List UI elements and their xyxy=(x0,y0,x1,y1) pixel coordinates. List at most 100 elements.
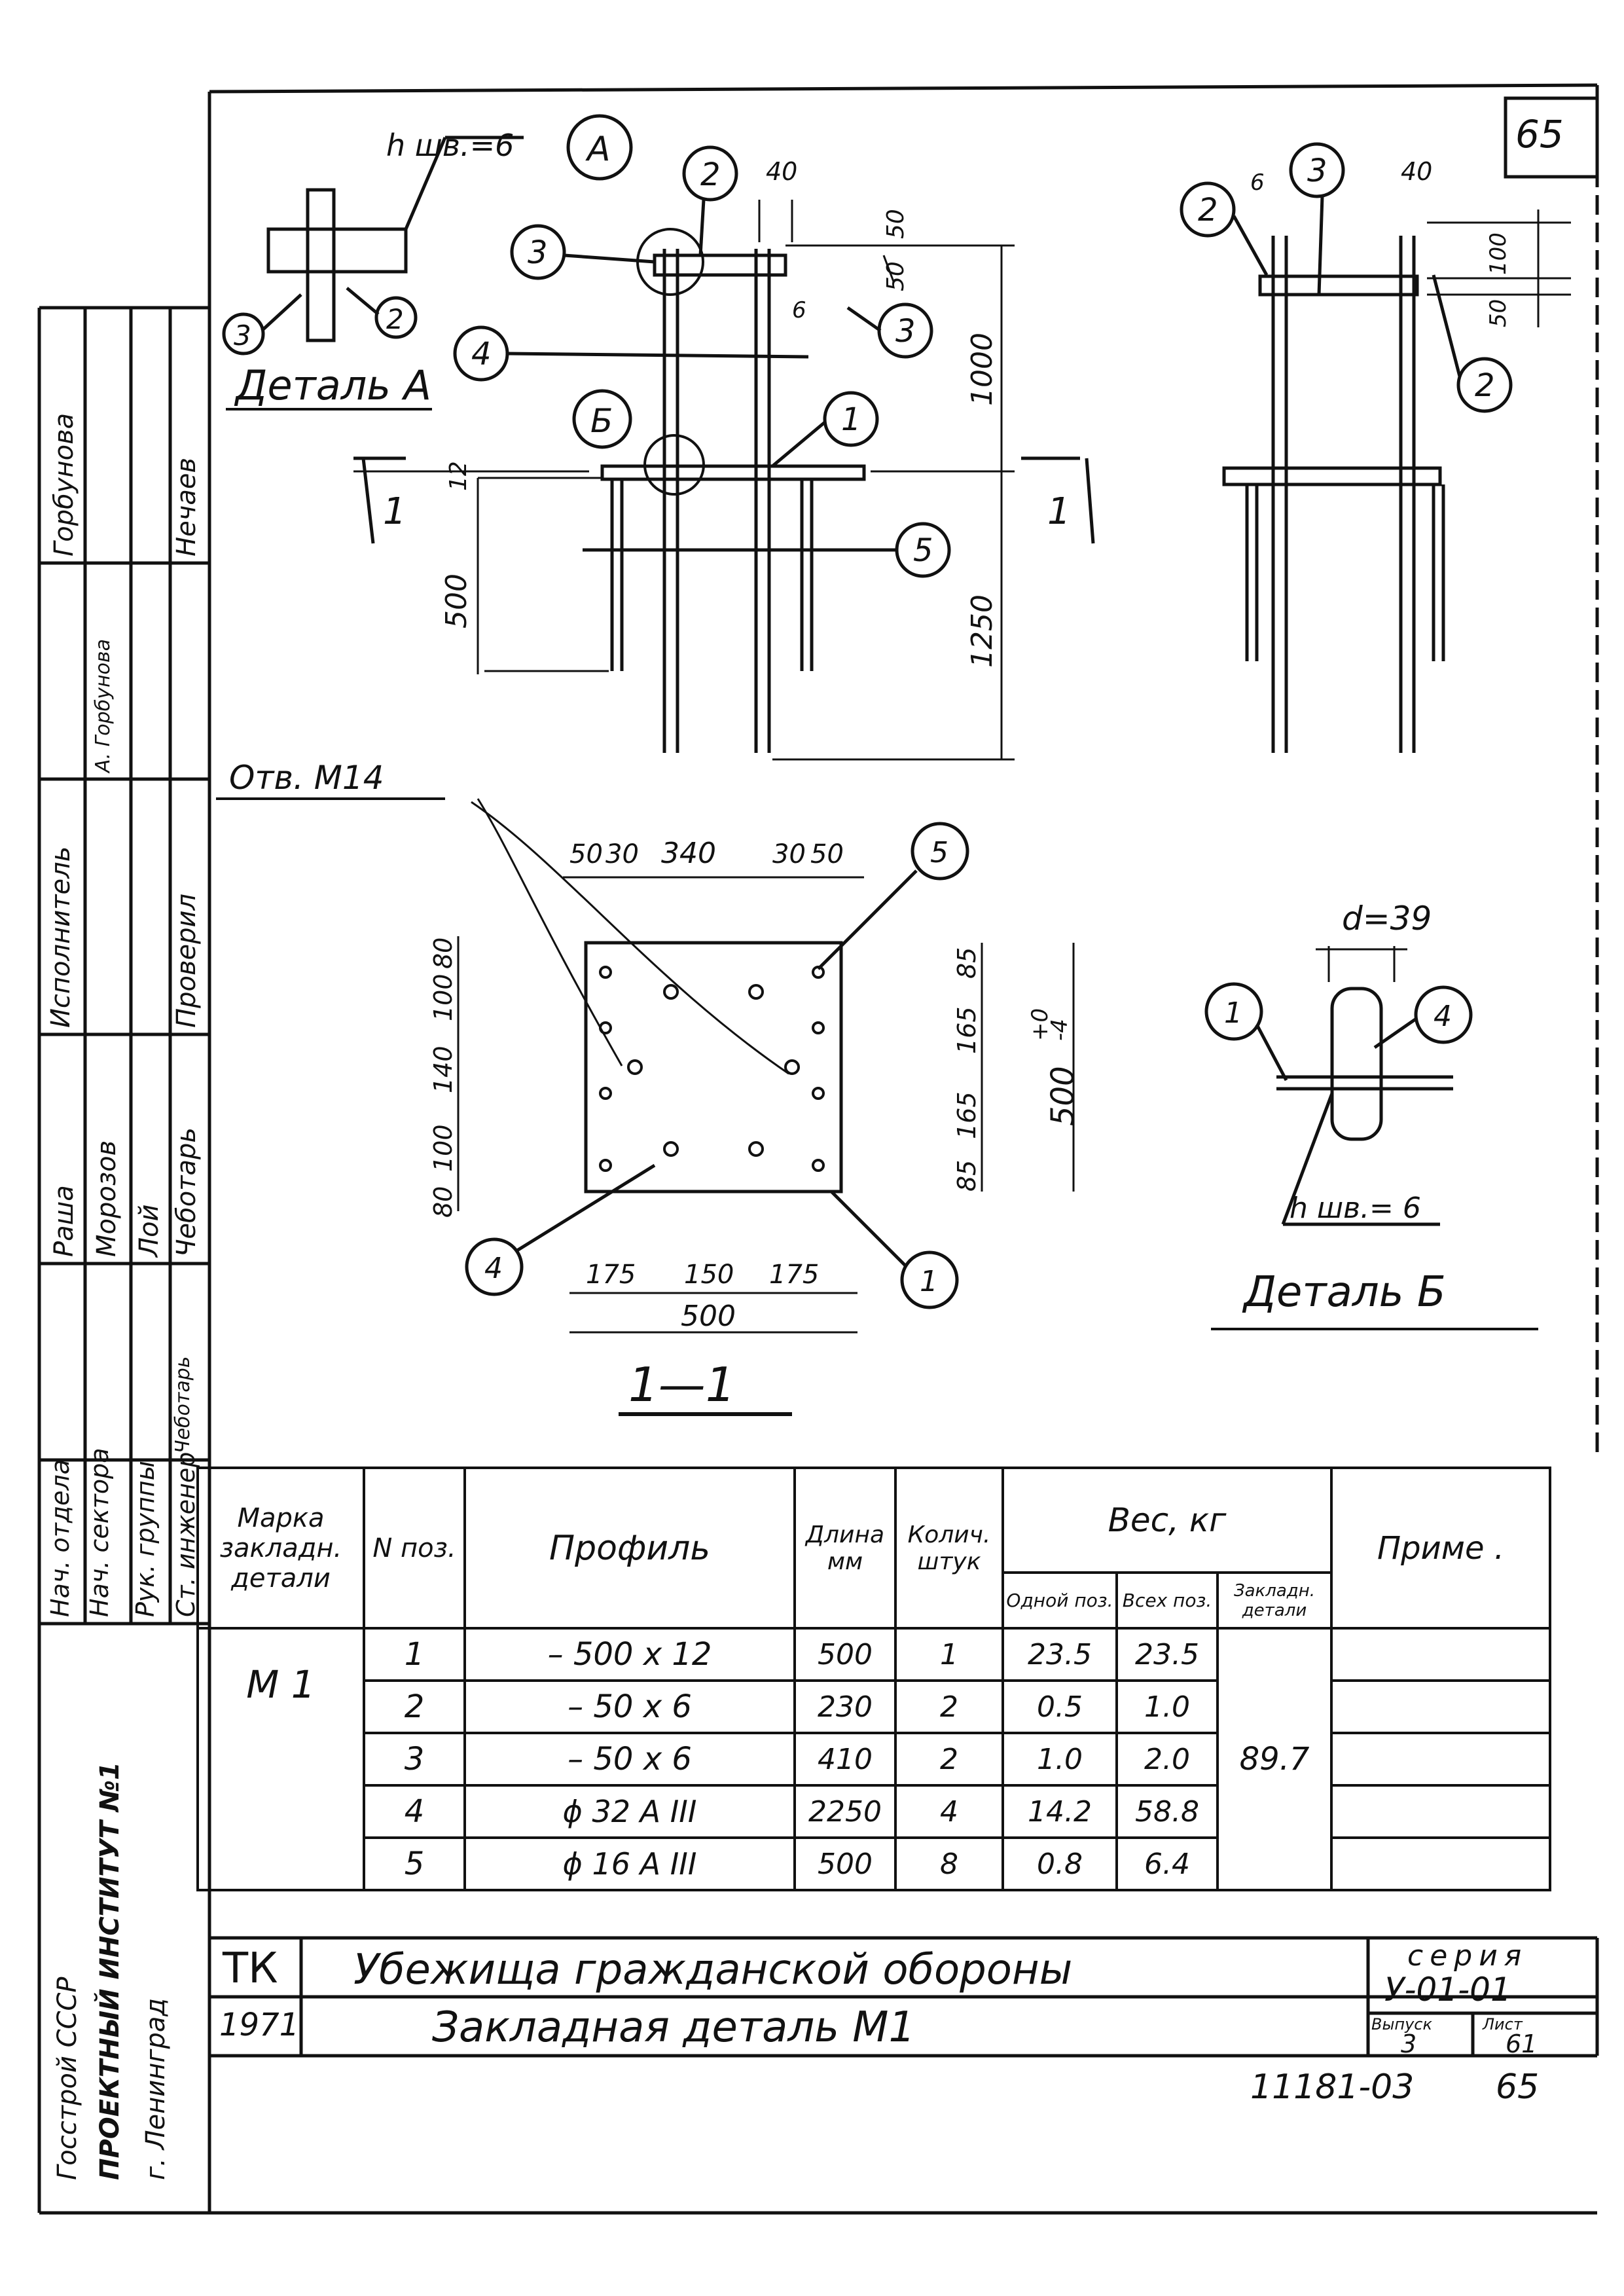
section-left-dim-1: 100 xyxy=(429,1124,458,1172)
section-overall-bottom: 500 xyxy=(681,1300,736,1333)
footer-code: 11181-03 xyxy=(1250,2068,1414,2107)
section-top-dim-0: 50 xyxy=(569,839,603,869)
spec-row-1-length: 230 xyxy=(793,1679,897,1734)
section-top-dim-3: 30 xyxy=(772,839,806,869)
spec-header-w-part: Закладн. детали xyxy=(1216,1571,1333,1630)
side-callout-2a: 2 xyxy=(1198,192,1218,228)
section-tolerance-lower: -4 xyxy=(1047,1019,1073,1041)
spec-row-1-profile: – 50 x 6 xyxy=(463,1679,796,1734)
detail-a-weld-label: h шв.=6 xyxy=(386,128,514,163)
section-bottom-dim-0: 175 xyxy=(586,1260,636,1290)
stamp-signature-gorbunova: А. Горбунова xyxy=(92,639,115,773)
section-left-dim-4: 80 xyxy=(429,938,458,969)
title-drawing: Закладная деталь М1 xyxy=(432,2003,916,2052)
spec-row-3-w-all: 58.8 xyxy=(1115,1784,1219,1839)
side-dim-40: 40 xyxy=(1401,157,1432,186)
title-issue-label: Выпуск xyxy=(1371,2015,1432,2033)
spec-row-2-length: 410 xyxy=(793,1732,897,1787)
spec-row-1-w-all: 1.0 xyxy=(1115,1679,1219,1734)
spec-row-0-w-all: 23.5 xyxy=(1115,1627,1219,1682)
stamp-org-line-3: г. Ленинград xyxy=(141,1997,171,2180)
front-dim-1000: 1000 xyxy=(965,333,999,406)
front-dim-500: 500 xyxy=(440,574,473,629)
spec-row-4-w-all: 6.4 xyxy=(1115,1836,1219,1891)
front-callout-4: 4 xyxy=(471,336,492,373)
section-mark-left: 1 xyxy=(383,490,406,533)
sheet-number-box xyxy=(1504,96,1599,179)
spec-row-0-profile: – 500 x 12 xyxy=(463,1627,796,1682)
spec-header-mark: Марка закладн. детали xyxy=(196,1467,365,1630)
footer-page: 65 xyxy=(1496,2068,1539,2107)
stamp-name-2: Лой xyxy=(134,1204,164,1257)
detail-b-callout-4: 4 xyxy=(1434,1000,1452,1033)
section-bottom-dim-2: 175 xyxy=(769,1260,819,1290)
spec-total-weight: 89.7 xyxy=(1216,1627,1333,1891)
spec-row-0-w-one: 23.5 xyxy=(1001,1627,1118,1682)
detail-a-callout-2: 2 xyxy=(386,303,404,335)
side-dim-50: 50 xyxy=(1485,299,1511,327)
spec-row-3-length: 2250 xyxy=(793,1784,897,1839)
front-dim-12: 12 xyxy=(445,461,472,491)
title-sheet: 61 xyxy=(1506,2030,1538,2058)
section-right-dim-1: 165 xyxy=(952,1006,981,1054)
title-block-frame xyxy=(209,1936,1599,2058)
front-callout-5: 5 xyxy=(913,532,933,569)
front-dim-50a: 50 xyxy=(882,209,909,239)
front-callout-2: 2 xyxy=(700,156,721,193)
spec-header-w-one: Одной поз. xyxy=(1001,1571,1118,1630)
spec-row-4-note xyxy=(1330,1836,1551,1891)
detail-a-marker: А xyxy=(585,130,611,169)
stamp-org-line-1: Госстрой СССР xyxy=(52,1977,82,2180)
detail-b-callout-1: 1 xyxy=(1224,996,1242,1030)
front-callout-1: 1 xyxy=(841,401,861,438)
stamp-signature-chebotar: Чеботарь xyxy=(171,1356,194,1453)
spec-row-1-qty: 2 xyxy=(894,1679,1004,1734)
spec-row-4-length: 500 xyxy=(793,1836,897,1891)
spec-row-3-w-one: 14.2 xyxy=(1001,1784,1118,1839)
detail-a-callout-3: 3 xyxy=(234,319,251,352)
detail-a-drawing xyxy=(222,136,524,410)
stamp-role-1: Нач. сектора xyxy=(85,1448,114,1618)
side-callout-2b: 2 xyxy=(1475,367,1495,404)
spec-row-4-pos: 5 xyxy=(363,1836,466,1891)
spec-row-3-qty: 4 xyxy=(894,1784,1004,1839)
spec-row-0-pos: 1 xyxy=(363,1627,466,1682)
section-right-dim-2: 165 xyxy=(952,1091,981,1139)
spec-row-2-w-all: 2.0 xyxy=(1115,1732,1219,1787)
section-bottom-dim-1: 150 xyxy=(684,1260,734,1290)
spec-header-weight: Вес, кг xyxy=(1001,1467,1333,1574)
title-code: ТК xyxy=(223,1944,278,1993)
spec-mark: М 1 xyxy=(196,1627,365,1891)
section-title: 1—1 xyxy=(628,1357,736,1412)
spec-row-4-profile: ϕ 16 А III xyxy=(463,1836,796,1891)
stamp-role-2: Рук. группы xyxy=(131,1461,160,1617)
spec-row-0-note xyxy=(1330,1627,1551,1682)
sheet-number: 65 xyxy=(1515,112,1564,156)
section-mark-right: 1 xyxy=(1047,490,1071,533)
spec-row-3-note xyxy=(1330,1784,1551,1839)
spec-row-0-qty: 1 xyxy=(894,1627,1004,1682)
title-subject: Убежища гражданской обороны xyxy=(353,1946,1073,1994)
spec-header-w-all: Всех поз. xyxy=(1115,1571,1219,1630)
spec-header-note: Приме . xyxy=(1330,1467,1551,1630)
detail-a-title: Деталь А xyxy=(234,361,431,409)
section-callout-4: 4 xyxy=(484,1252,503,1285)
section-left-dim-2: 140 xyxy=(429,1046,458,1093)
spec-header-qty: Колич. штук xyxy=(894,1467,1004,1630)
stamp-org-line-2: ПРОЕКТНЫЙ ИНСТИТУТ №1 xyxy=(95,1762,125,2180)
spec-row-2-profile: – 50 x 6 xyxy=(463,1732,796,1787)
title-issue: 3 xyxy=(1401,2030,1417,2058)
detail-b-title: Деталь Б xyxy=(1242,1268,1446,1317)
section-right-dim-3: 85 xyxy=(952,1160,981,1192)
side-stamp-frame xyxy=(37,306,209,2213)
front-callout-3b: 3 xyxy=(895,313,916,350)
section-top-dim-2: 340 xyxy=(661,837,716,870)
front-dim-40: 40 xyxy=(766,157,797,186)
frame-top xyxy=(209,83,1598,94)
stamp-name-1: Морозов xyxy=(92,1140,122,1257)
section-top-dim-1: 30 xyxy=(605,839,639,869)
side-dim-100: 100 xyxy=(1485,232,1511,275)
stamp-role-4: Исполнитель xyxy=(46,846,76,1028)
detail-b-marker: Б xyxy=(590,402,613,440)
